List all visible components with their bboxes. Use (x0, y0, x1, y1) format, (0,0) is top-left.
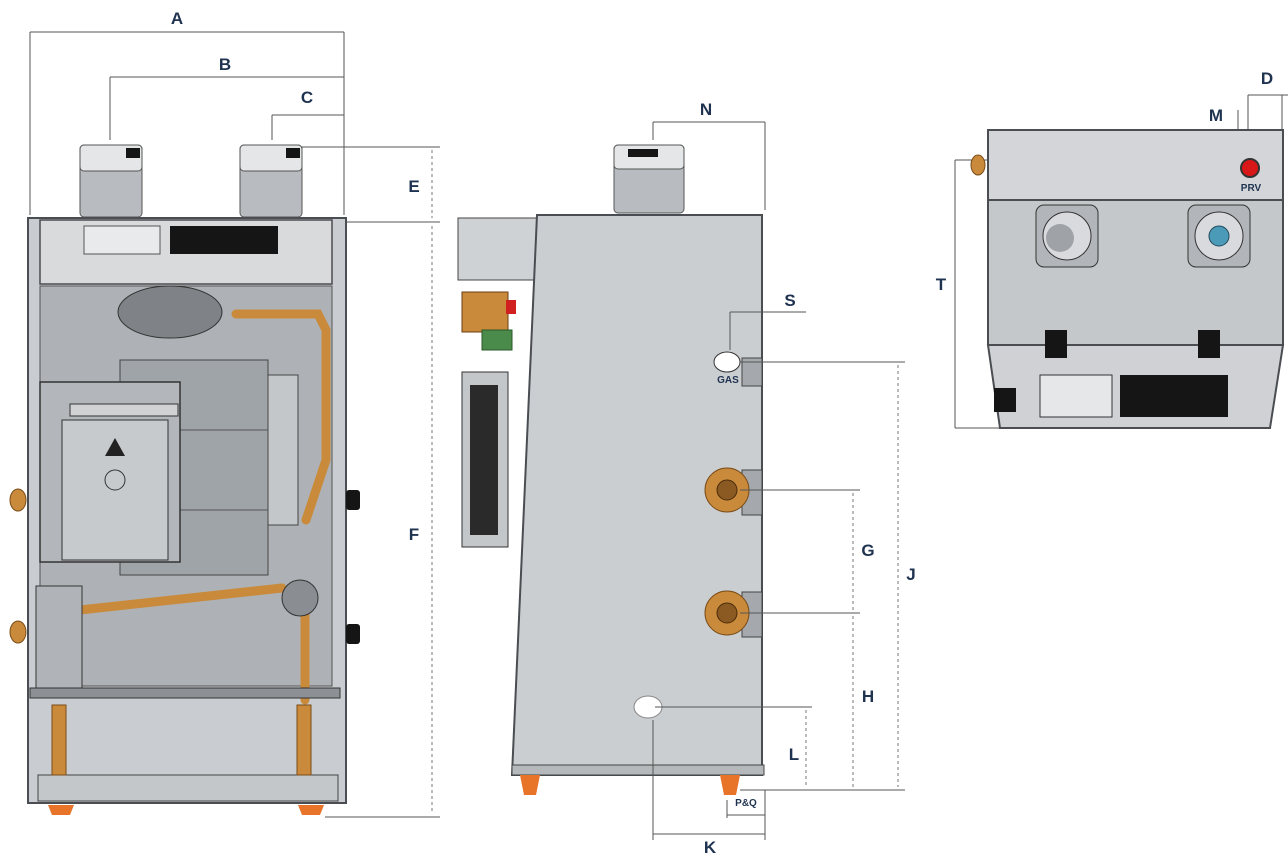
dimension-label-m: M (1209, 106, 1223, 125)
side-view: GAS N S G H J L K (457, 100, 916, 857)
dimension-label-c: C (301, 88, 313, 107)
dimension-label-l: L (789, 745, 799, 764)
dimension-label-j: J (906, 565, 915, 584)
dimension-label-k: K (704, 838, 717, 857)
prv-label: PRV (1241, 183, 1262, 194)
dimension-label-h: H (862, 687, 874, 706)
dimension-label-b: B (219, 55, 231, 74)
dimension-label-t: T (936, 275, 947, 294)
gas-label: GAS (717, 375, 739, 386)
dimension-label-g: G (861, 541, 874, 560)
dimension-label-f: F (409, 525, 419, 544)
front-view: A B C E F (9, 9, 440, 818)
dimension-label-s: S (784, 291, 795, 310)
dimension-label-n: N (700, 100, 712, 119)
dimension-label-pq: P&Q (735, 798, 757, 809)
dimension-label-a: A (171, 9, 183, 28)
dimension-label-d: D (1261, 69, 1273, 88)
dimension-label-e: E (408, 177, 419, 196)
top-view: PRV T D M (936, 69, 1288, 429)
